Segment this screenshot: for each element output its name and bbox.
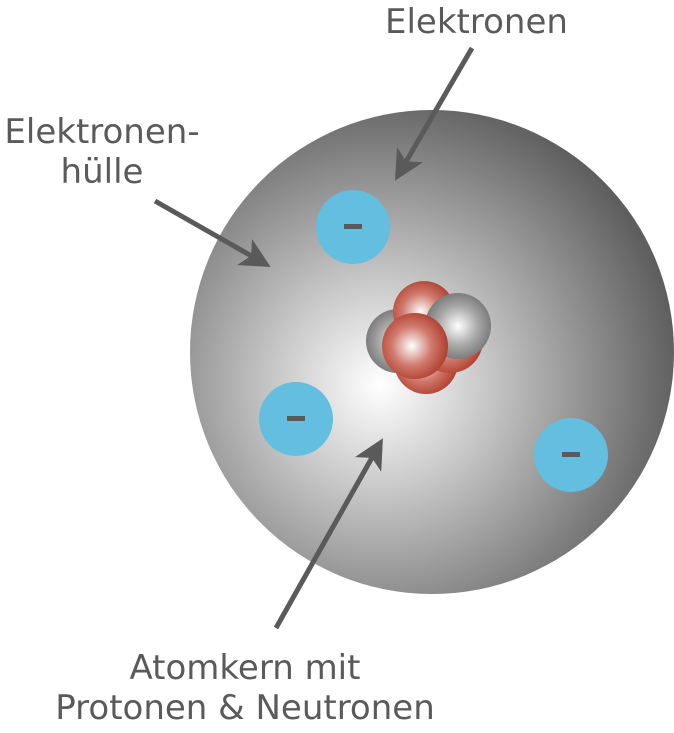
nucleus xyxy=(366,281,491,394)
arrow-electrons xyxy=(394,46,475,181)
label-shell-line1: Elektronen- xyxy=(4,112,200,152)
label-electron-shell: Elektronen- hülle xyxy=(2,112,202,192)
label-nucleus-line2: Protonen & Neutronen xyxy=(55,688,435,728)
proton xyxy=(382,313,448,379)
minus-icon xyxy=(562,452,580,457)
label-nucleus: Atomkern mit Protonen & Neutronen xyxy=(40,648,450,728)
minus-icon xyxy=(287,416,305,421)
electron xyxy=(316,190,390,264)
minus-icon xyxy=(344,224,362,229)
label-nucleus-line1: Atomkern mit xyxy=(129,648,361,688)
label-shell-line2: hülle xyxy=(60,152,144,192)
arrow-shell xyxy=(153,198,271,267)
arrow-nucleus xyxy=(273,438,383,630)
label-electrons: Elektronen xyxy=(385,2,568,42)
electron xyxy=(534,418,608,492)
electron xyxy=(259,382,333,456)
